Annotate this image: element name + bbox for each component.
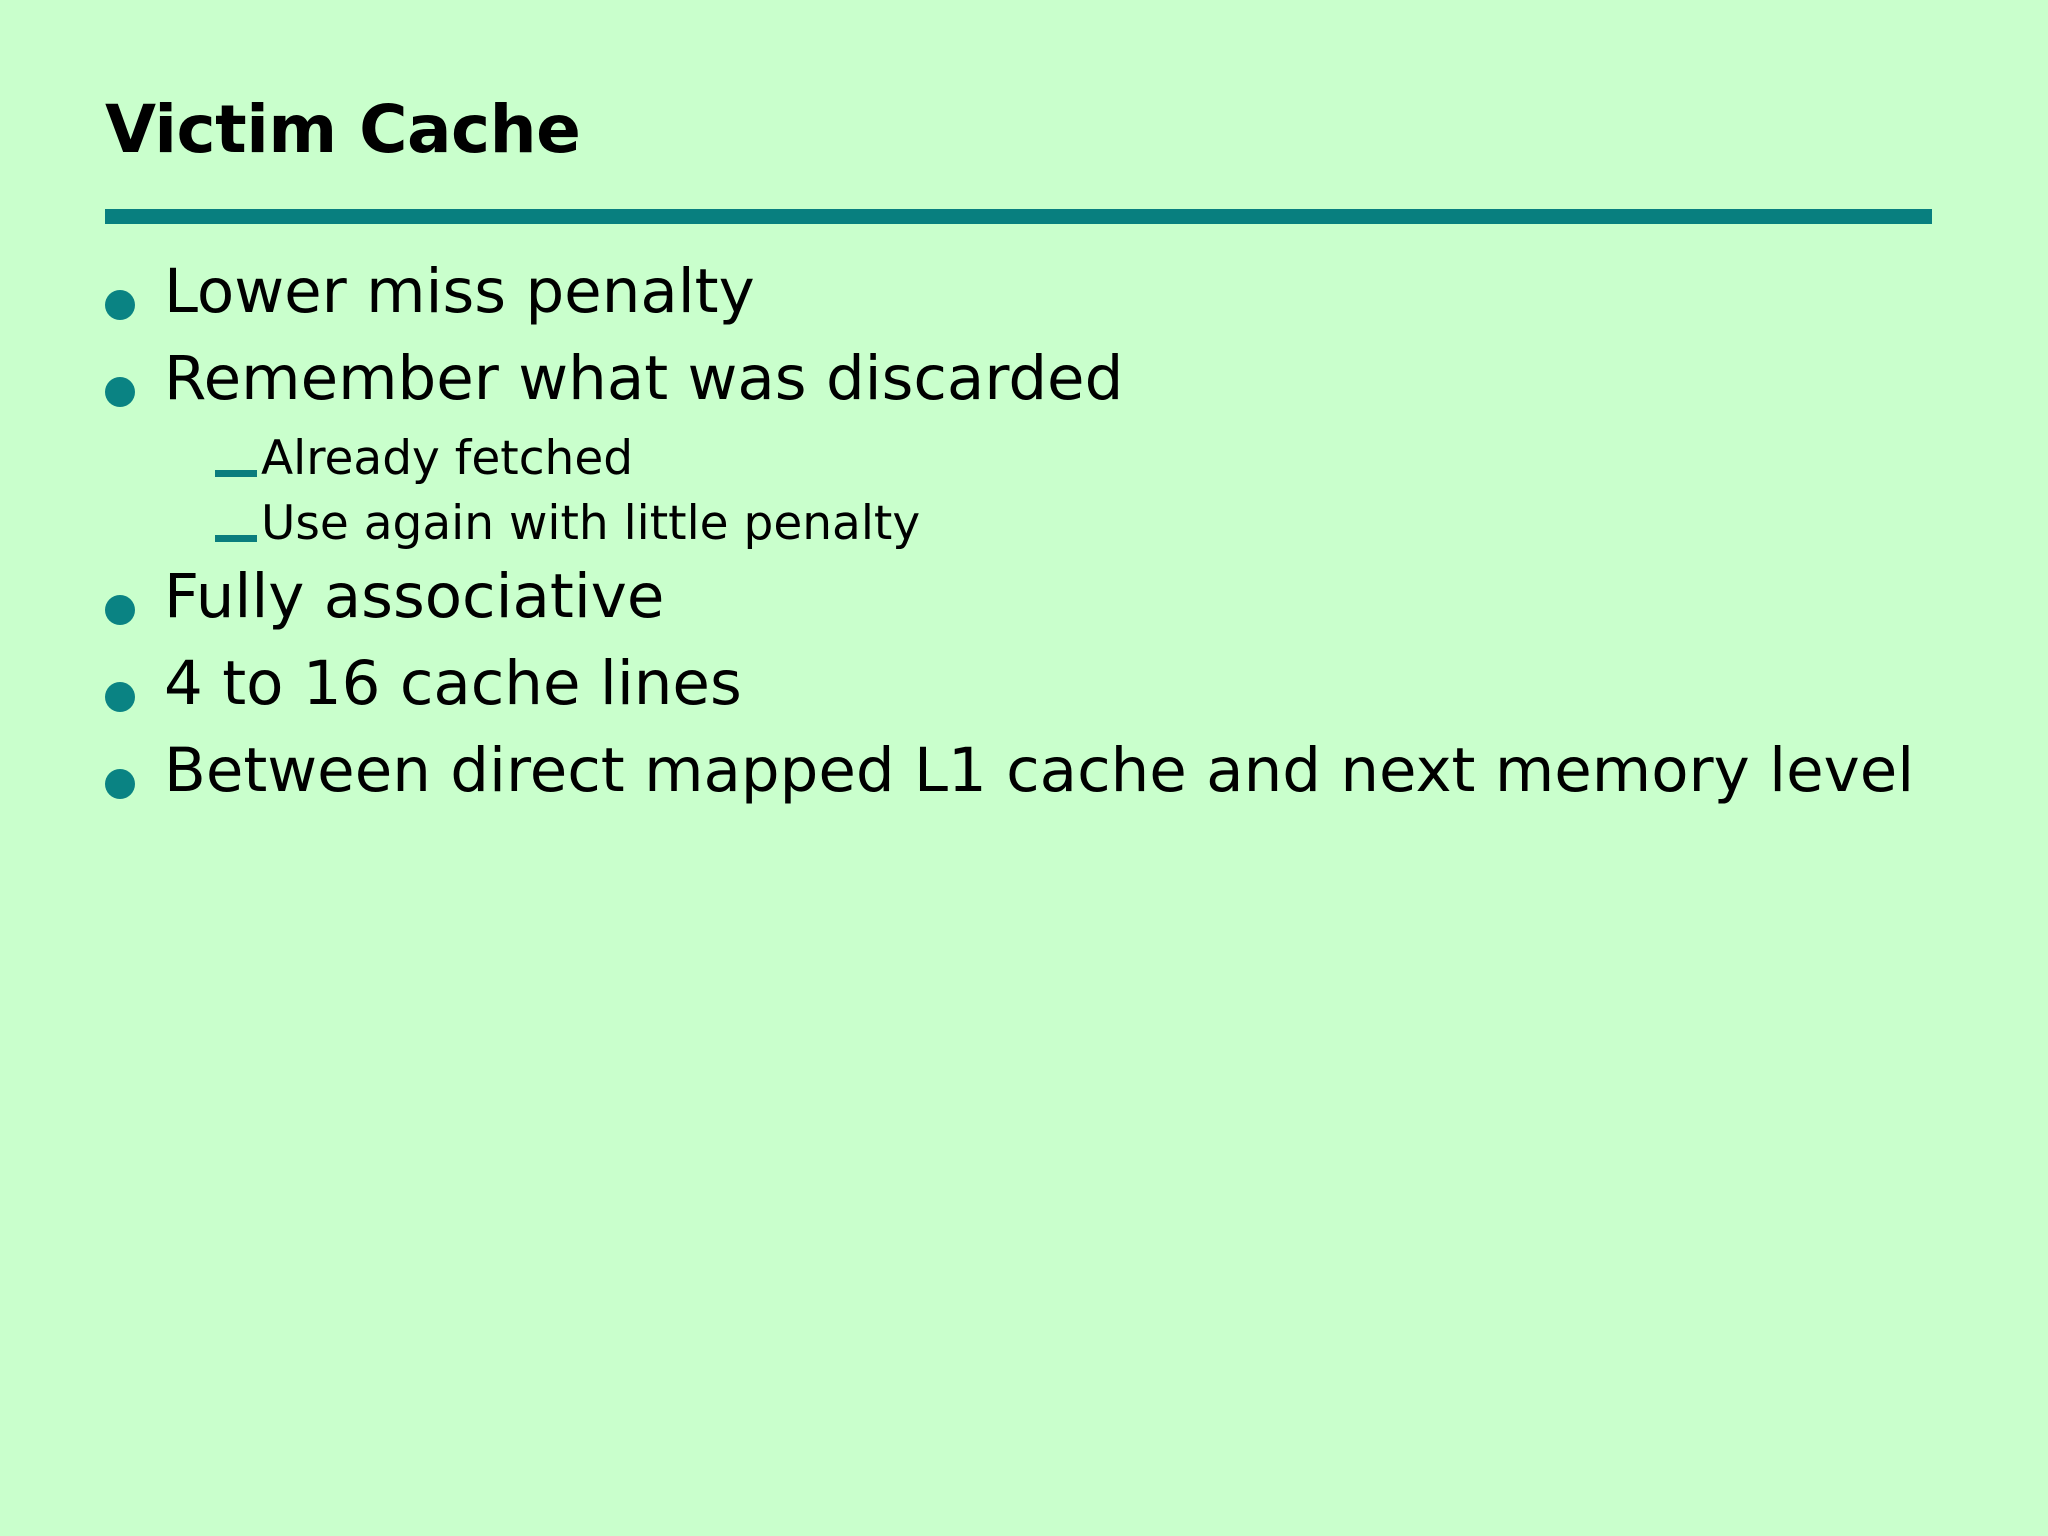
sub-list-item: Already fetched [105, 432, 1955, 486]
bullet-list: Lower miss penalty Remember what was dis… [105, 256, 1955, 824]
bullet-dash-icon [215, 469, 257, 477]
list-item: Lower miss penalty [105, 256, 1955, 327]
list-item-label: Remember what was discarded [164, 342, 1124, 414]
list-item-label: Between direct mapped L1 cache and next … [164, 734, 1915, 806]
sub-list-item: Use again with little penalty [105, 497, 1955, 551]
list-item-label: Fully associative [164, 561, 665, 632]
list-item-label: 4 to 16 cache lines [164, 647, 742, 719]
list-item: Between direct mapped L1 cache and next … [105, 734, 1955, 806]
list-item-label: Lower miss penalty [164, 256, 755, 327]
bullet-disc-icon [105, 290, 135, 320]
sub-list-item-label: Already fetched [261, 430, 634, 486]
bullet-disc-icon [105, 681, 135, 712]
list-item: 4 to 16 cache lines [105, 647, 1955, 719]
bullet-dash-icon [215, 535, 257, 543]
list-item: Fully associative [105, 561, 1955, 632]
list-item: Remember what was discarded [105, 342, 1955, 414]
bullet-disc-icon [105, 768, 135, 799]
title-underline-rule [105, 209, 1932, 224]
bullet-disc-icon [105, 376, 135, 407]
sub-list-item-label: Use again with little penalty [261, 496, 921, 552]
title-block: Victim Cache [105, 91, 1935, 168]
bullet-disc-icon [105, 595, 135, 625]
page-title: Victim Cache [105, 91, 581, 168]
